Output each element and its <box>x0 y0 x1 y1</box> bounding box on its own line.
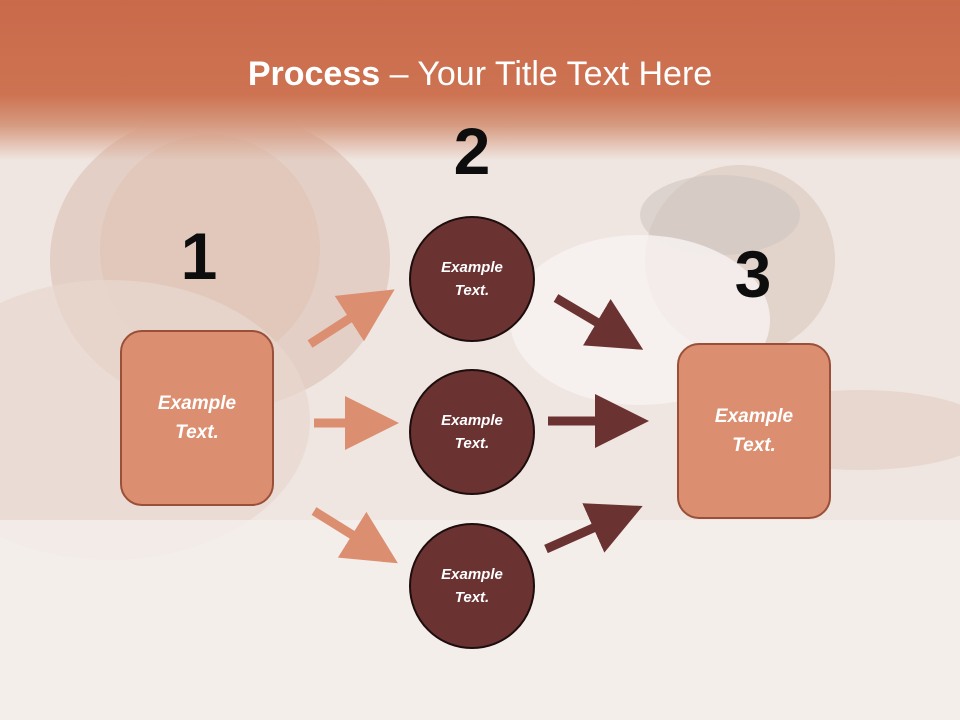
circle-top-label-line1: Example <box>441 259 503 276</box>
circle-middle-label-line1: Example <box>441 412 503 429</box>
circle-middle-label-line2: Text. <box>454 435 490 452</box>
step-1-label-line2: Text. <box>175 422 219 443</box>
step-1-label-line1: Example <box>157 393 237 414</box>
step-1-box: Example Text. <box>120 330 274 506</box>
title-rest: – Your Title Text Here <box>380 55 713 93</box>
step-3-label-line2: Text. <box>732 435 776 456</box>
step-number-2: 2 <box>453 114 491 188</box>
step-3-label-line1: Example <box>714 406 794 427</box>
title-bold: Process <box>247 55 381 93</box>
circle-top-label-line2: Text. <box>454 282 490 299</box>
arrow-1-to-top <box>307 289 395 348</box>
step-2-circle-bottom: Example Text. <box>409 523 535 649</box>
page-title: Process – Your Title Text Here <box>0 54 960 94</box>
step-number-1: 1 <box>180 219 218 293</box>
arrow-bottom-to-3 <box>544 503 643 554</box>
arrow-top-to-3 <box>553 294 644 350</box>
title-band <box>0 0 960 160</box>
step-number-3: 3 <box>734 237 772 311</box>
step-2-circle-middle: Example Text. <box>409 369 535 495</box>
step-2-circle-top: Example Text. <box>409 216 535 342</box>
arrow-1-to-bottom <box>311 507 398 564</box>
circle-bottom-label-line1: Example <box>441 566 503 583</box>
step-3-box: Example Text. <box>677 343 831 519</box>
circle-bottom-label-line2: Text. <box>454 589 490 606</box>
